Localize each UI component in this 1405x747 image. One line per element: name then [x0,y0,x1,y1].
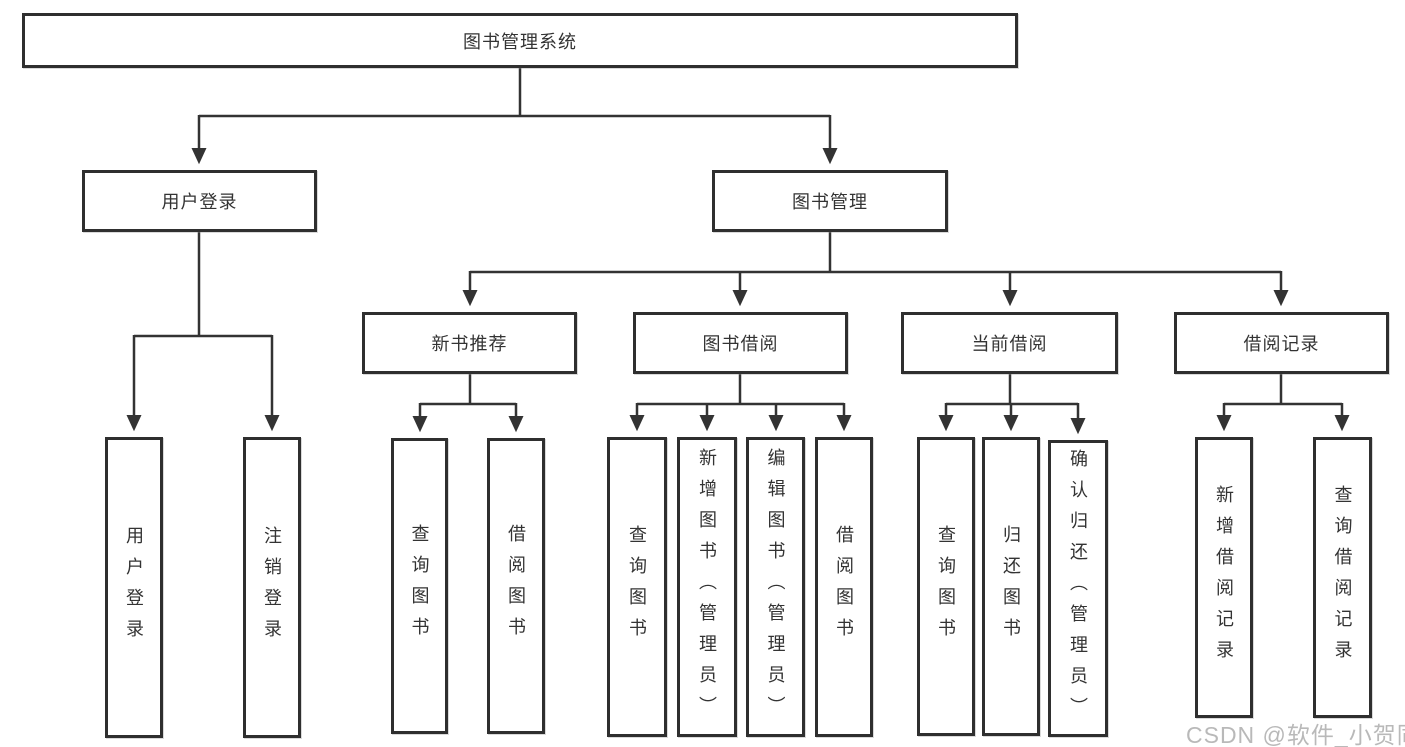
node-user-login-branch: 用户登录 [82,170,317,232]
leaf-return-books: 归还图书 [982,437,1040,736]
node-book-management-branch: 图书管理 [712,170,948,232]
node-borrowing-records: 借阅记录 [1174,312,1389,374]
node-label: 查询图书 [627,525,647,649]
node-book-borrowing: 图书借阅 [633,312,848,374]
leaf-query-books: 查询图书 [391,438,448,734]
leaf-add-books-admin: 新增图书（管理员） [677,437,737,737]
node-label: 借阅图书 [834,525,854,649]
node-label: 图书借阅 [702,334,779,354]
node-new-book-recommendation: 新书推荐 [362,312,577,374]
node-label: 当前借阅 [971,334,1048,354]
node-label: 图书管理 [792,192,868,212]
node-label: 注销登录 [262,525,282,650]
node-library-management-system: 图书管理系统 [22,13,1018,68]
node-label: 归还图书 [1001,524,1021,649]
leaf-query-borrow-record: 查询借阅记录 [1313,437,1372,718]
leaf-query-books: 查询图书 [917,437,975,736]
leaf-add-borrow-record: 新增借阅记录 [1195,437,1253,718]
node-label: 用户登录 [124,525,144,650]
node-label: 查询借阅记录 [1332,484,1353,671]
leaf-borrow-books: 借阅图书 [815,437,873,737]
node-label: 借阅记录 [1243,334,1320,354]
node-label: 编辑图书（管理员） [765,447,786,727]
leaf-confirm-return-admin: 确认归还（管理员） [1048,440,1108,737]
node-label: 查询图书 [409,524,430,648]
node-label: 图书管理系统 [463,31,577,52]
node-label: 新书推荐 [431,334,508,354]
node-label: 新增借阅记录 [1214,484,1234,671]
leaf-edit-books-admin: 编辑图书（管理员） [746,437,805,737]
node-label: 查询图书 [936,524,956,649]
csdn-watermark: CSDN @软件_小贺同学 [1186,722,1405,747]
node-current-borrowing: 当前借阅 [901,312,1118,374]
node-label: 确认归还（管理员） [1068,449,1088,728]
node-label: 借阅图书 [506,524,526,648]
node-label: 新增图书（管理员） [697,447,717,727]
leaf-borrow-books: 借阅图书 [487,438,545,734]
leaf-logout: 注销登录 [243,437,301,738]
leaf-query-books: 查询图书 [607,437,667,737]
leaf-user-login: 用户登录 [105,437,163,738]
node-label: 用户登录 [161,192,238,212]
